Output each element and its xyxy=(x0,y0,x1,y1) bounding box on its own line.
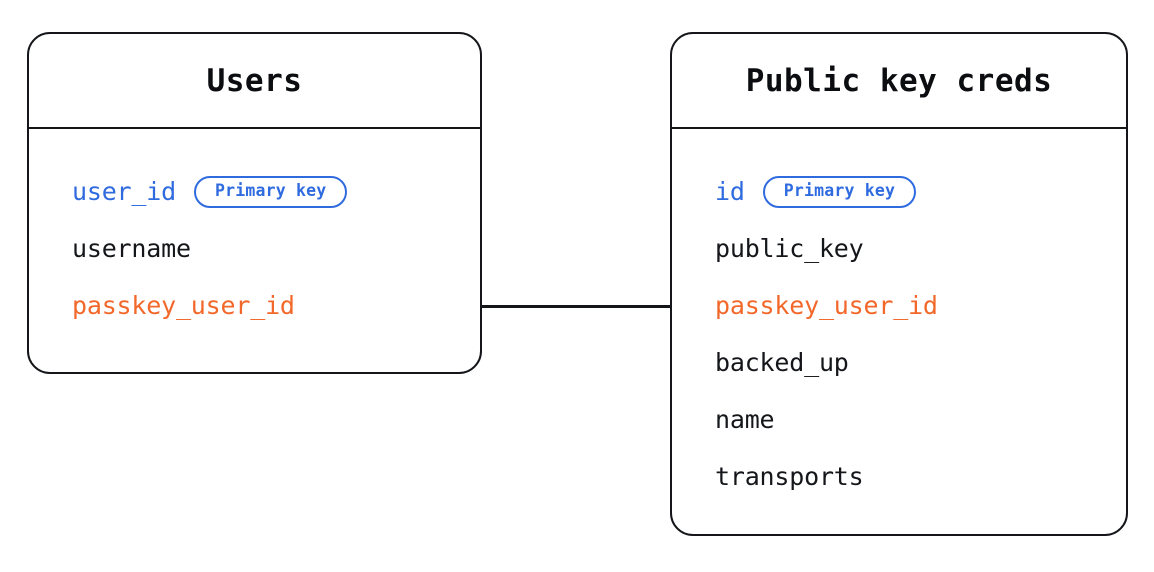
field-row[interactable]: username xyxy=(29,220,480,277)
field-row[interactable]: public_key xyxy=(672,220,1126,277)
field-name: id xyxy=(715,177,745,206)
field-name: name xyxy=(715,405,775,434)
field-row[interactable]: user_id Primary key xyxy=(29,163,480,220)
field-name: user_id xyxy=(72,177,176,206)
field-row[interactable]: name xyxy=(672,391,1126,448)
primary-key-badge: Primary key xyxy=(762,175,917,208)
field-name: username xyxy=(72,234,191,263)
field-name: public_key xyxy=(715,234,864,263)
field-row[interactable]: passkey_user_id xyxy=(29,277,480,334)
relationship-connector xyxy=(481,305,671,308)
field-name: backed_up xyxy=(715,348,849,377)
primary-key-badge: Primary key xyxy=(193,175,348,208)
field-name: transports xyxy=(715,462,864,491)
entity-title-public_key_creds: Public key creds xyxy=(672,34,1126,129)
field-row[interactable]: id Primary key xyxy=(672,163,1126,220)
field-row[interactable]: transports xyxy=(672,448,1126,505)
field-row[interactable]: backed_up xyxy=(672,334,1126,391)
field-name: passkey_user_id xyxy=(72,291,295,320)
entity-title-users: Users xyxy=(29,34,480,129)
field-name: passkey_user_id xyxy=(715,291,938,320)
field-row[interactable]: passkey_user_id xyxy=(672,277,1126,334)
